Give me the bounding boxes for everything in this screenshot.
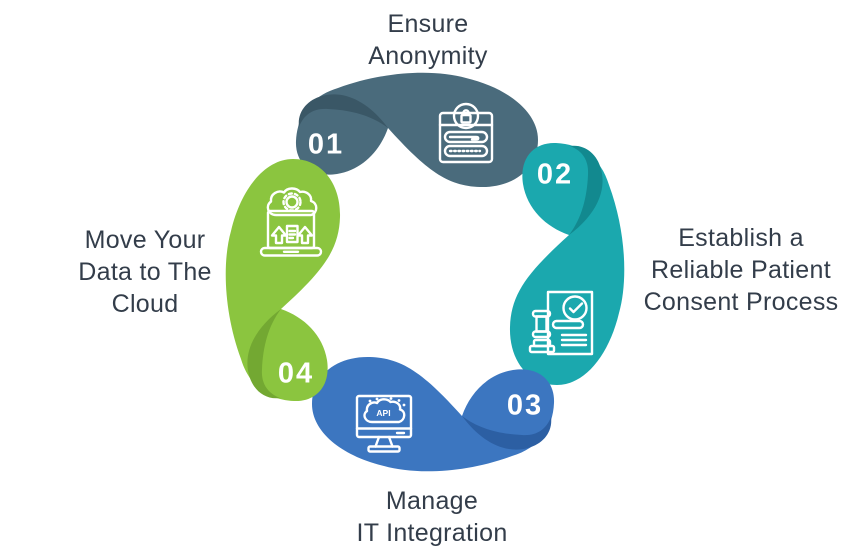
step-2-number: 02 [536, 158, 574, 191]
gavel-consent-icon [528, 290, 594, 356]
step-1-fold [298, 94, 388, 128]
step-4-fold [247, 309, 281, 399]
step-4-number: 04 [277, 357, 315, 390]
step-1-number: 01 [307, 128, 345, 161]
label-line: IT Integration [356, 519, 508, 547]
step-3-fold [462, 416, 552, 450]
step-3-label: Manage IT Integration [356, 485, 507, 549]
label-line: Manage [385, 487, 479, 515]
browser-lock-icon [438, 102, 494, 164]
label-line: Establish a [678, 224, 804, 252]
monitor-api-icon: API [355, 394, 413, 453]
label-line: Ensure [387, 10, 469, 38]
label-line: Data to The [78, 258, 212, 286]
step-4-blob [225, 159, 341, 402]
label-line: Cloud [111, 290, 179, 318]
svg-text:API: API [376, 408, 390, 418]
label-line: Anonymity [368, 42, 488, 70]
label-line: Reliable Patient [651, 256, 831, 284]
step-3-number: 03 [506, 389, 544, 422]
label-line: Consent Process [643, 288, 839, 316]
step-1-label: Ensure Anonymity [368, 8, 487, 72]
step-2-label: Establish a Reliable Patient Consent Pro… [644, 222, 839, 318]
step-3-blob [312, 356, 555, 472]
step-2-blob [509, 142, 625, 385]
laptop-cloud-icon [259, 187, 323, 257]
step-4-label: Move Your Data to The Cloud [78, 224, 211, 320]
step-1-blob [295, 72, 538, 188]
label-line: Move Your [84, 226, 206, 254]
step-2-fold [569, 145, 603, 235]
